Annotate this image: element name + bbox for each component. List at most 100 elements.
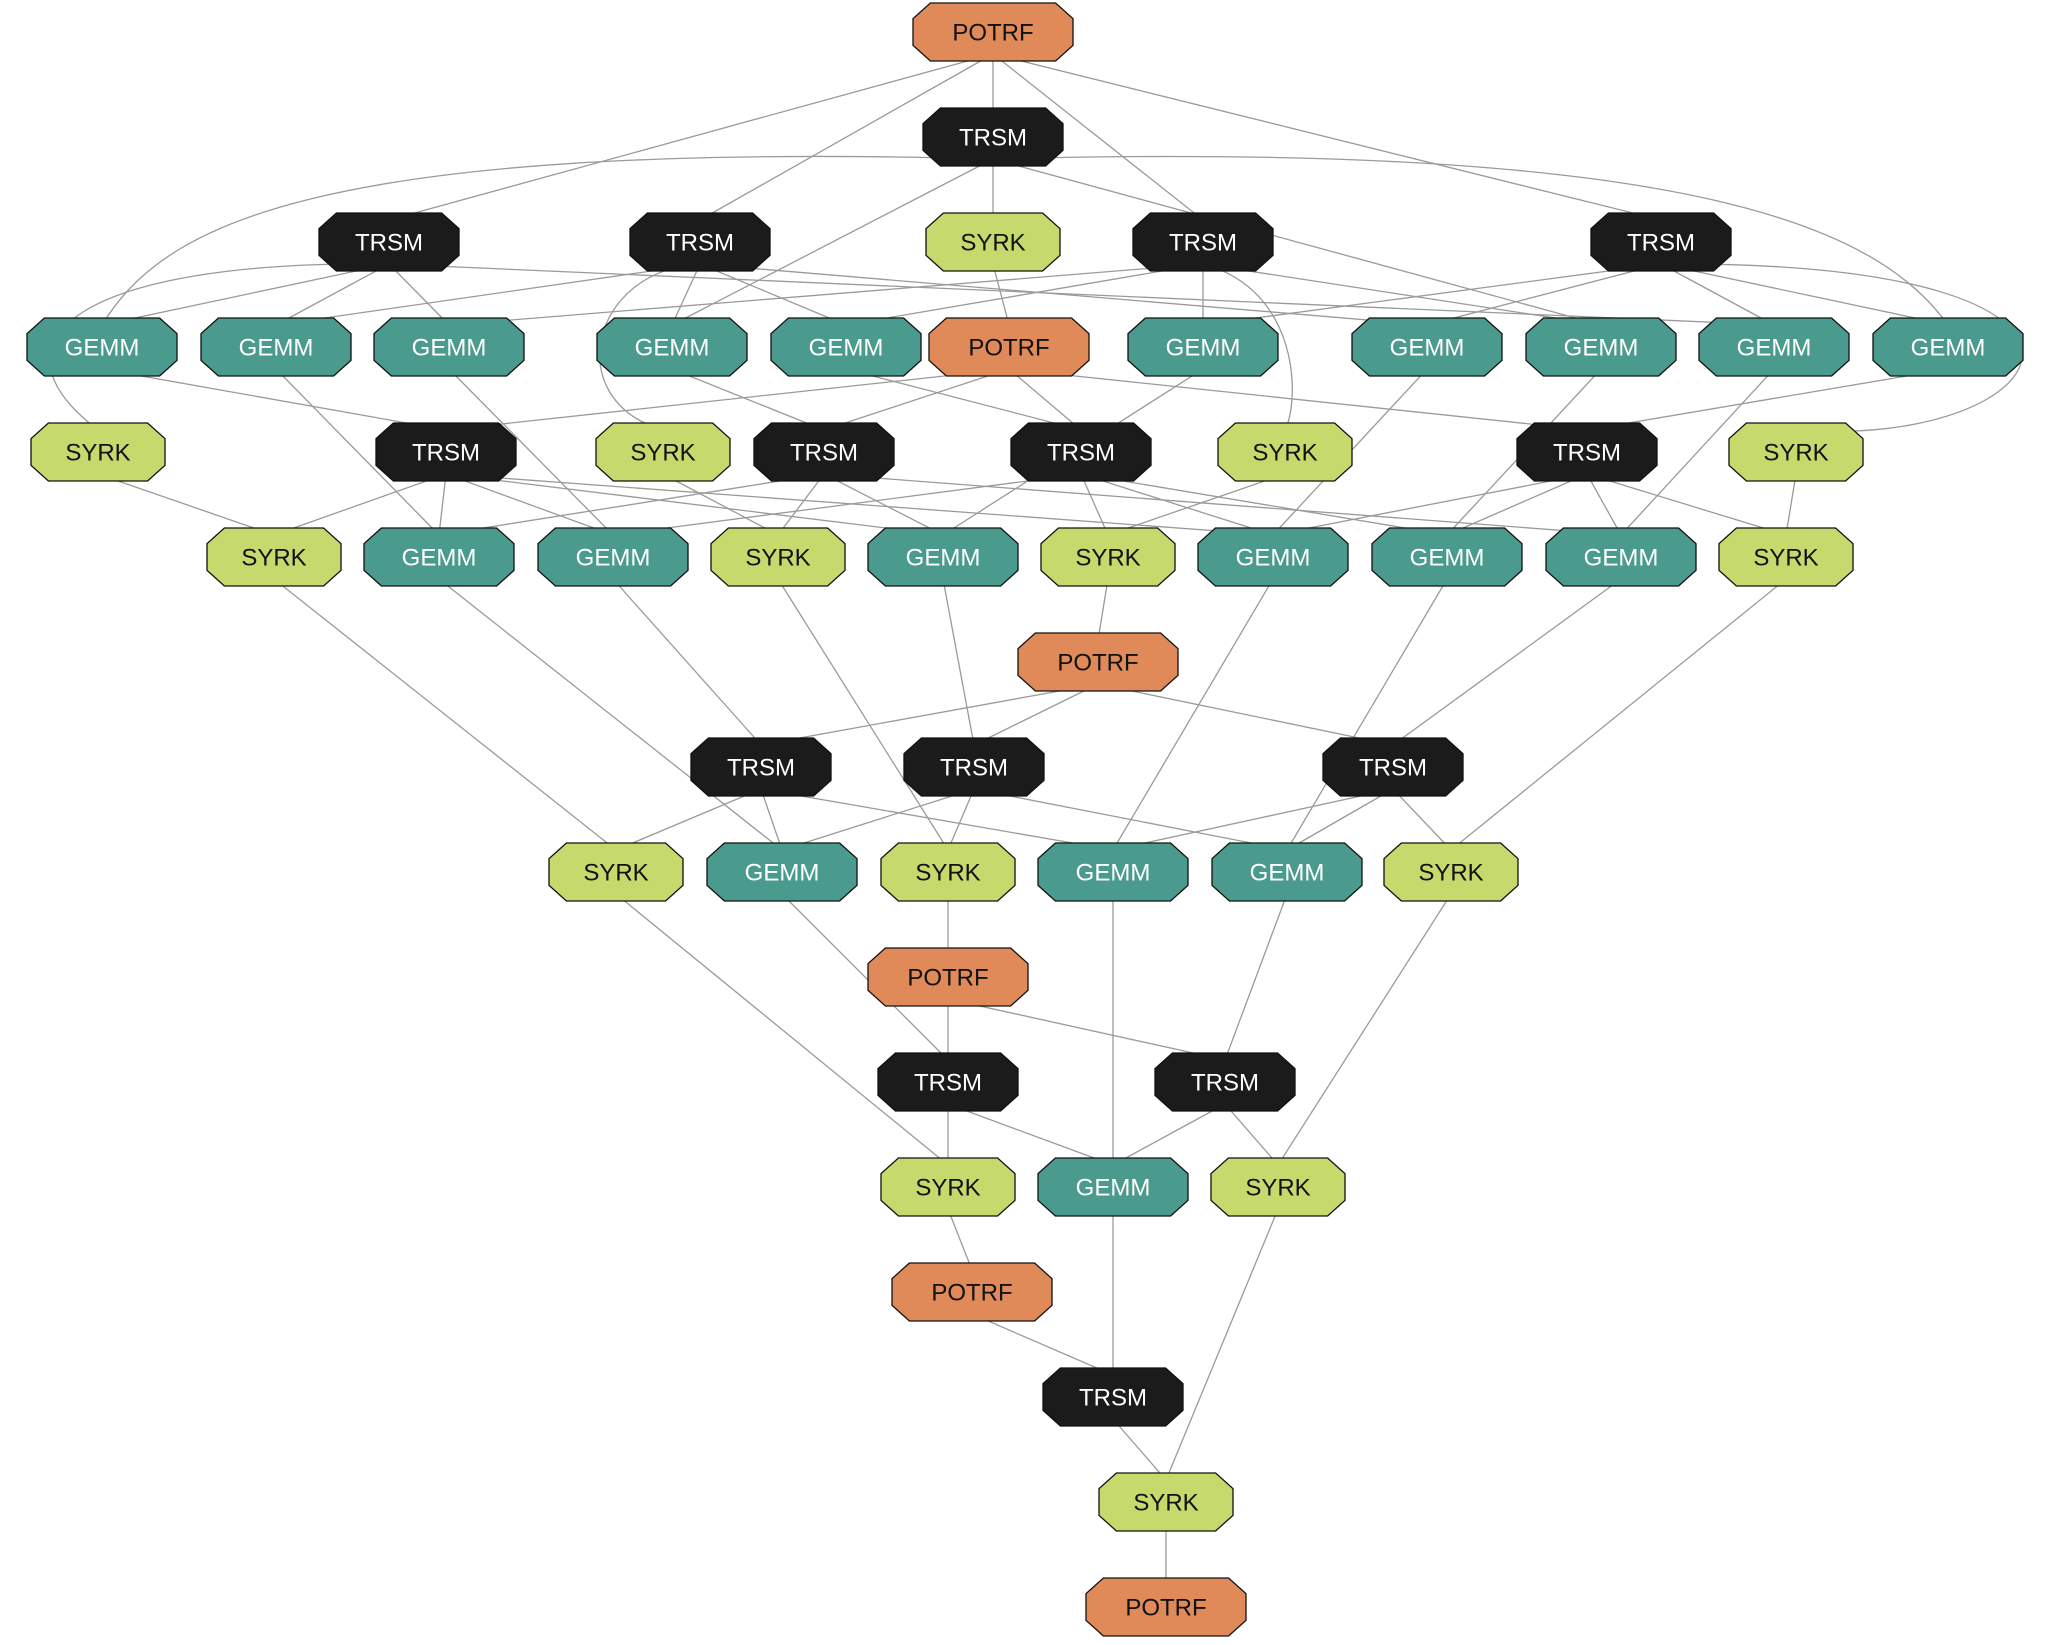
edge-t04-to-g5 xyxy=(845,263,1204,326)
node-trsm-label: TRSM xyxy=(1169,230,1237,257)
node-gemm: GEMM xyxy=(1872,317,2024,377)
edge-t12-to-g11 xyxy=(438,473,447,536)
edge-g12-to-t23 xyxy=(612,578,762,746)
node-trsm-label: TRSM xyxy=(940,755,1008,782)
edge-g5-to-t14 xyxy=(845,368,1082,431)
node-syrk: SYRK xyxy=(1728,422,1864,482)
edge-t25-to-g19 xyxy=(1286,788,1394,851)
edge-s3d-to-s4c xyxy=(1450,578,1787,851)
edge-t01-to-g8 xyxy=(992,158,1602,326)
node-gemm-label: GEMM xyxy=(1564,335,1639,362)
node-trsm: TRSM xyxy=(318,212,460,272)
node-trsm: TRSM xyxy=(629,212,771,272)
node-gemm: GEMM xyxy=(1197,527,1349,587)
node-syrk: SYRK xyxy=(206,527,342,587)
node-potrf: POTRF xyxy=(928,317,1090,377)
edge-s2d-to-s3d xyxy=(1785,473,1797,536)
node-gemm: GEMM xyxy=(867,527,1019,587)
edge-t02-to-g2 xyxy=(275,263,390,326)
edge-s3b-to-s4b xyxy=(777,578,949,851)
edge-t23-to-s4a xyxy=(615,788,762,851)
node-trsm-label: TRSM xyxy=(790,440,858,467)
node-gemm-shape xyxy=(1127,317,1279,377)
node-gemm-shape xyxy=(596,317,748,377)
edge-t14-to-g12 xyxy=(612,473,1082,536)
node-syrk-label: SYRK xyxy=(65,440,130,467)
node-syrk: SYRK xyxy=(30,422,166,482)
edge-t03-to-g4 xyxy=(671,263,701,326)
node-trsm-label: TRSM xyxy=(412,440,480,467)
node-trsm-label: TRSM xyxy=(1047,440,1115,467)
node-gemm: GEMM xyxy=(1037,1157,1189,1217)
node-trsm-shape xyxy=(1154,1052,1296,1112)
edge-g17-to-t34 xyxy=(781,893,949,1061)
node-trsm-shape xyxy=(1132,212,1274,272)
node-syrk-label: SYRK xyxy=(1133,1490,1198,1517)
edge-t12-to-s3a xyxy=(273,473,447,536)
node-potrf-label: POTRF xyxy=(907,965,988,992)
edge-t13-to-g11 xyxy=(438,473,825,536)
node-trsm: TRSM xyxy=(1322,737,1464,797)
edge-g11-to-g17 xyxy=(438,578,783,851)
edge-t15-to-g16 xyxy=(1586,473,1622,536)
edge-t04-to-g8 xyxy=(1202,263,1602,326)
node-syrk-label: SYRK xyxy=(745,545,810,572)
edge-t34-to-g20 xyxy=(947,1103,1114,1166)
node-trsm-shape xyxy=(1590,212,1732,272)
node-gemm: GEMM xyxy=(537,527,689,587)
node-syrk: SYRK xyxy=(710,527,846,587)
node-syrk: SYRK xyxy=(1040,527,1176,587)
edge-t02-to-g1 xyxy=(101,263,390,326)
node-syrk-shape xyxy=(1040,527,1176,587)
edge-t45-to-s6 xyxy=(1112,1418,1167,1481)
node-syrk: SYRK xyxy=(1210,1157,1346,1217)
node-syrk-shape xyxy=(1718,527,1854,587)
node-syrk-label: SYRK xyxy=(583,860,648,887)
node-gemm-shape xyxy=(26,317,178,377)
edge-p0-to-t03 xyxy=(699,53,994,221)
node-syrk-shape xyxy=(1217,422,1353,482)
edge-t12-to-g12 xyxy=(445,473,614,536)
node-gemm: GEMM xyxy=(706,842,858,902)
node-trsm-shape xyxy=(690,737,832,797)
node-gemm-label: GEMM xyxy=(239,335,314,362)
node-potrf-shape xyxy=(1085,1577,1247,1637)
edge-t12-to-g14 xyxy=(445,473,1274,536)
node-trsm-label: TRSM xyxy=(1191,1070,1259,1097)
node-gemm: GEMM xyxy=(1211,842,1363,902)
edge-t24-to-g17 xyxy=(781,788,975,851)
edge-t14-to-g15 xyxy=(1080,473,1448,536)
edge-t01-to-g4 xyxy=(671,158,994,326)
node-syrk-shape xyxy=(1383,842,1519,902)
node-potrf-shape xyxy=(891,1262,1053,1322)
node-gemm-shape xyxy=(770,317,922,377)
node-gemm-label: GEMM xyxy=(1166,335,1241,362)
edge-t15-to-g15 xyxy=(1446,473,1588,536)
node-trsm: TRSM xyxy=(753,422,895,482)
node-trsm-label: TRSM xyxy=(914,1070,982,1097)
node-syrk-label: SYRK xyxy=(630,440,695,467)
edge-p2-to-t23 xyxy=(760,683,1099,746)
node-trsm: TRSM xyxy=(1132,212,1274,272)
node-potrf-label: POTRF xyxy=(968,335,1049,362)
node-gemm-shape xyxy=(1371,527,1523,587)
node-trsm-label: TRSM xyxy=(1359,755,1427,782)
node-gemm-shape xyxy=(537,527,689,587)
edge-t12-to-g13 xyxy=(445,473,944,536)
node-trsm: TRSM xyxy=(1154,1052,1296,1112)
node-trsm: TRSM xyxy=(690,737,832,797)
node-gemm-label: GEMM xyxy=(635,335,710,362)
node-trsm-label: TRSM xyxy=(1627,230,1695,257)
edge-s5b-to-s6 xyxy=(1165,1208,1279,1481)
edge-s2b-to-s3b xyxy=(662,473,779,536)
node-trsm-shape xyxy=(318,212,460,272)
edge-t13-to-s3b xyxy=(777,473,825,536)
node-trsm-shape xyxy=(375,422,517,482)
node-potrf-shape xyxy=(1017,632,1179,692)
node-potrf: POTRF xyxy=(891,1262,1053,1322)
node-gemm-label: GEMM xyxy=(1584,545,1659,572)
node-gemm-label: GEMM xyxy=(1250,860,1325,887)
node-syrk: SYRK xyxy=(548,842,684,902)
